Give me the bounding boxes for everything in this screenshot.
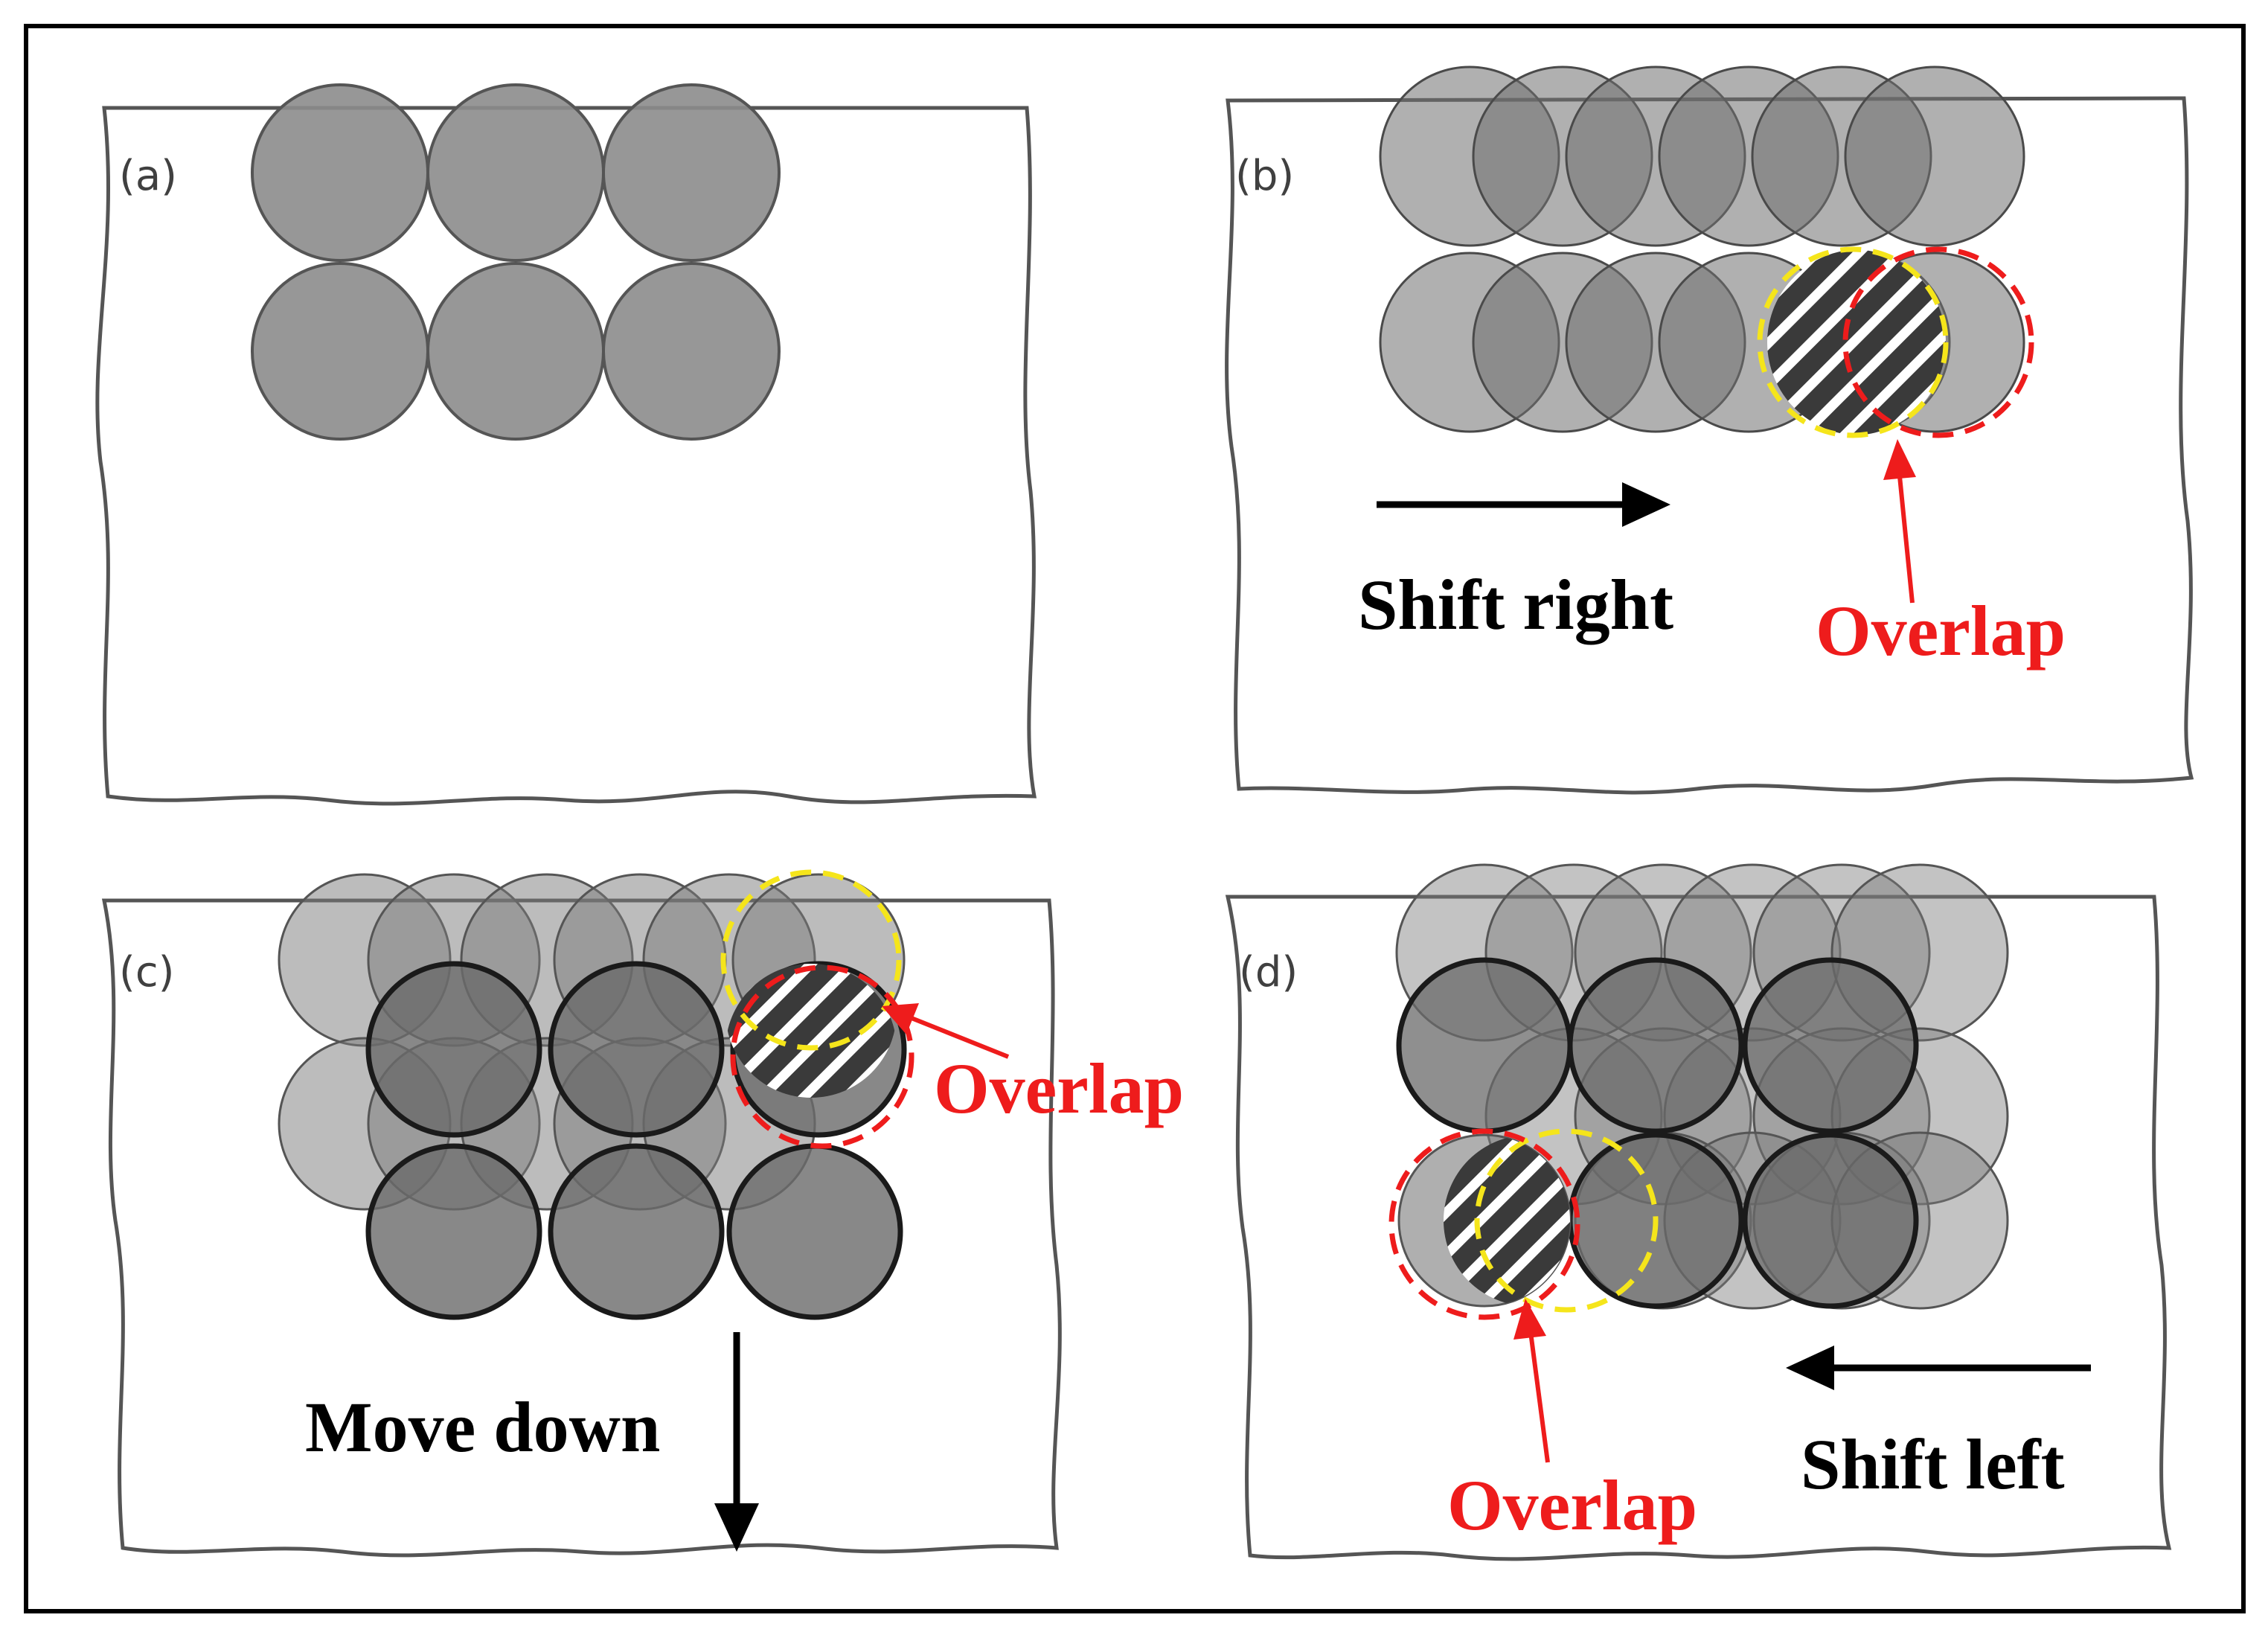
laser-spot [1742, 1132, 1919, 1309]
laser-spot [602, 83, 781, 262]
direction-arrow [714, 1332, 759, 1552]
laser-spot [1567, 957, 1744, 1134]
laser-spot [251, 83, 429, 262]
panel-a: (a) [95, 83, 1037, 806]
laser-spot [426, 83, 605, 262]
overlap-pointer-arrow [882, 1003, 1010, 1059]
overlap-label: Overlap [934, 1049, 1184, 1128]
laser-spot-grid [1396, 957, 1919, 1309]
laser-spot [602, 262, 781, 441]
direction-label: Shift right [1358, 565, 1673, 644]
panel-d: (d) [1225, 863, 2172, 1561]
figure-frame [24, 24, 2246, 1613]
next-spot-outline [1842, 246, 2034, 438]
next-spot-outline [1388, 1128, 1580, 1320]
panel-label-c: (c) [119, 948, 174, 996]
direction-arrow [1377, 482, 1670, 527]
laser-spot-grid [251, 83, 781, 441]
direction-label: Shift left [1801, 1424, 2065, 1504]
laser-spot [365, 961, 542, 1138]
hatched-overlap-region [1767, 249, 1946, 435]
panel-b: (b) Shift right [1225, 65, 2194, 795]
direction-label: Move down [305, 1387, 660, 1467]
previous-spot-outline [720, 869, 902, 1051]
laser-spot [426, 262, 605, 441]
laser-spot [1844, 65, 2025, 247]
laser-spot [1396, 957, 1573, 1134]
direction-arrow [1786, 1346, 2091, 1390]
panel-label-b: (b) [1235, 152, 1294, 200]
overlap-label: Overlap [1816, 591, 2066, 671]
laser-spot [548, 961, 725, 1138]
overlap-pointer-arrow [1513, 1299, 1550, 1463]
panel-label-a: (a) [119, 152, 177, 200]
laser-spot [1742, 957, 1919, 1134]
laser-spot [365, 1143, 542, 1320]
next-spot-outline [730, 964, 914, 1149]
previous-spot-outline [1757, 246, 1949, 438]
overlap-pointer-arrow [1883, 439, 1916, 604]
panel-c: (c) [101, 869, 1184, 1558]
laser-spot [726, 1143, 903, 1320]
laser-spot [548, 1143, 725, 1320]
overlap-label: Overlap [1447, 1465, 1697, 1545]
panel-label-d: (d) [1239, 948, 1298, 996]
hatched-overlap-region [1444, 1135, 1570, 1306]
laser-spot [251, 262, 429, 441]
previous-spot-outline [1474, 1128, 1659, 1313]
